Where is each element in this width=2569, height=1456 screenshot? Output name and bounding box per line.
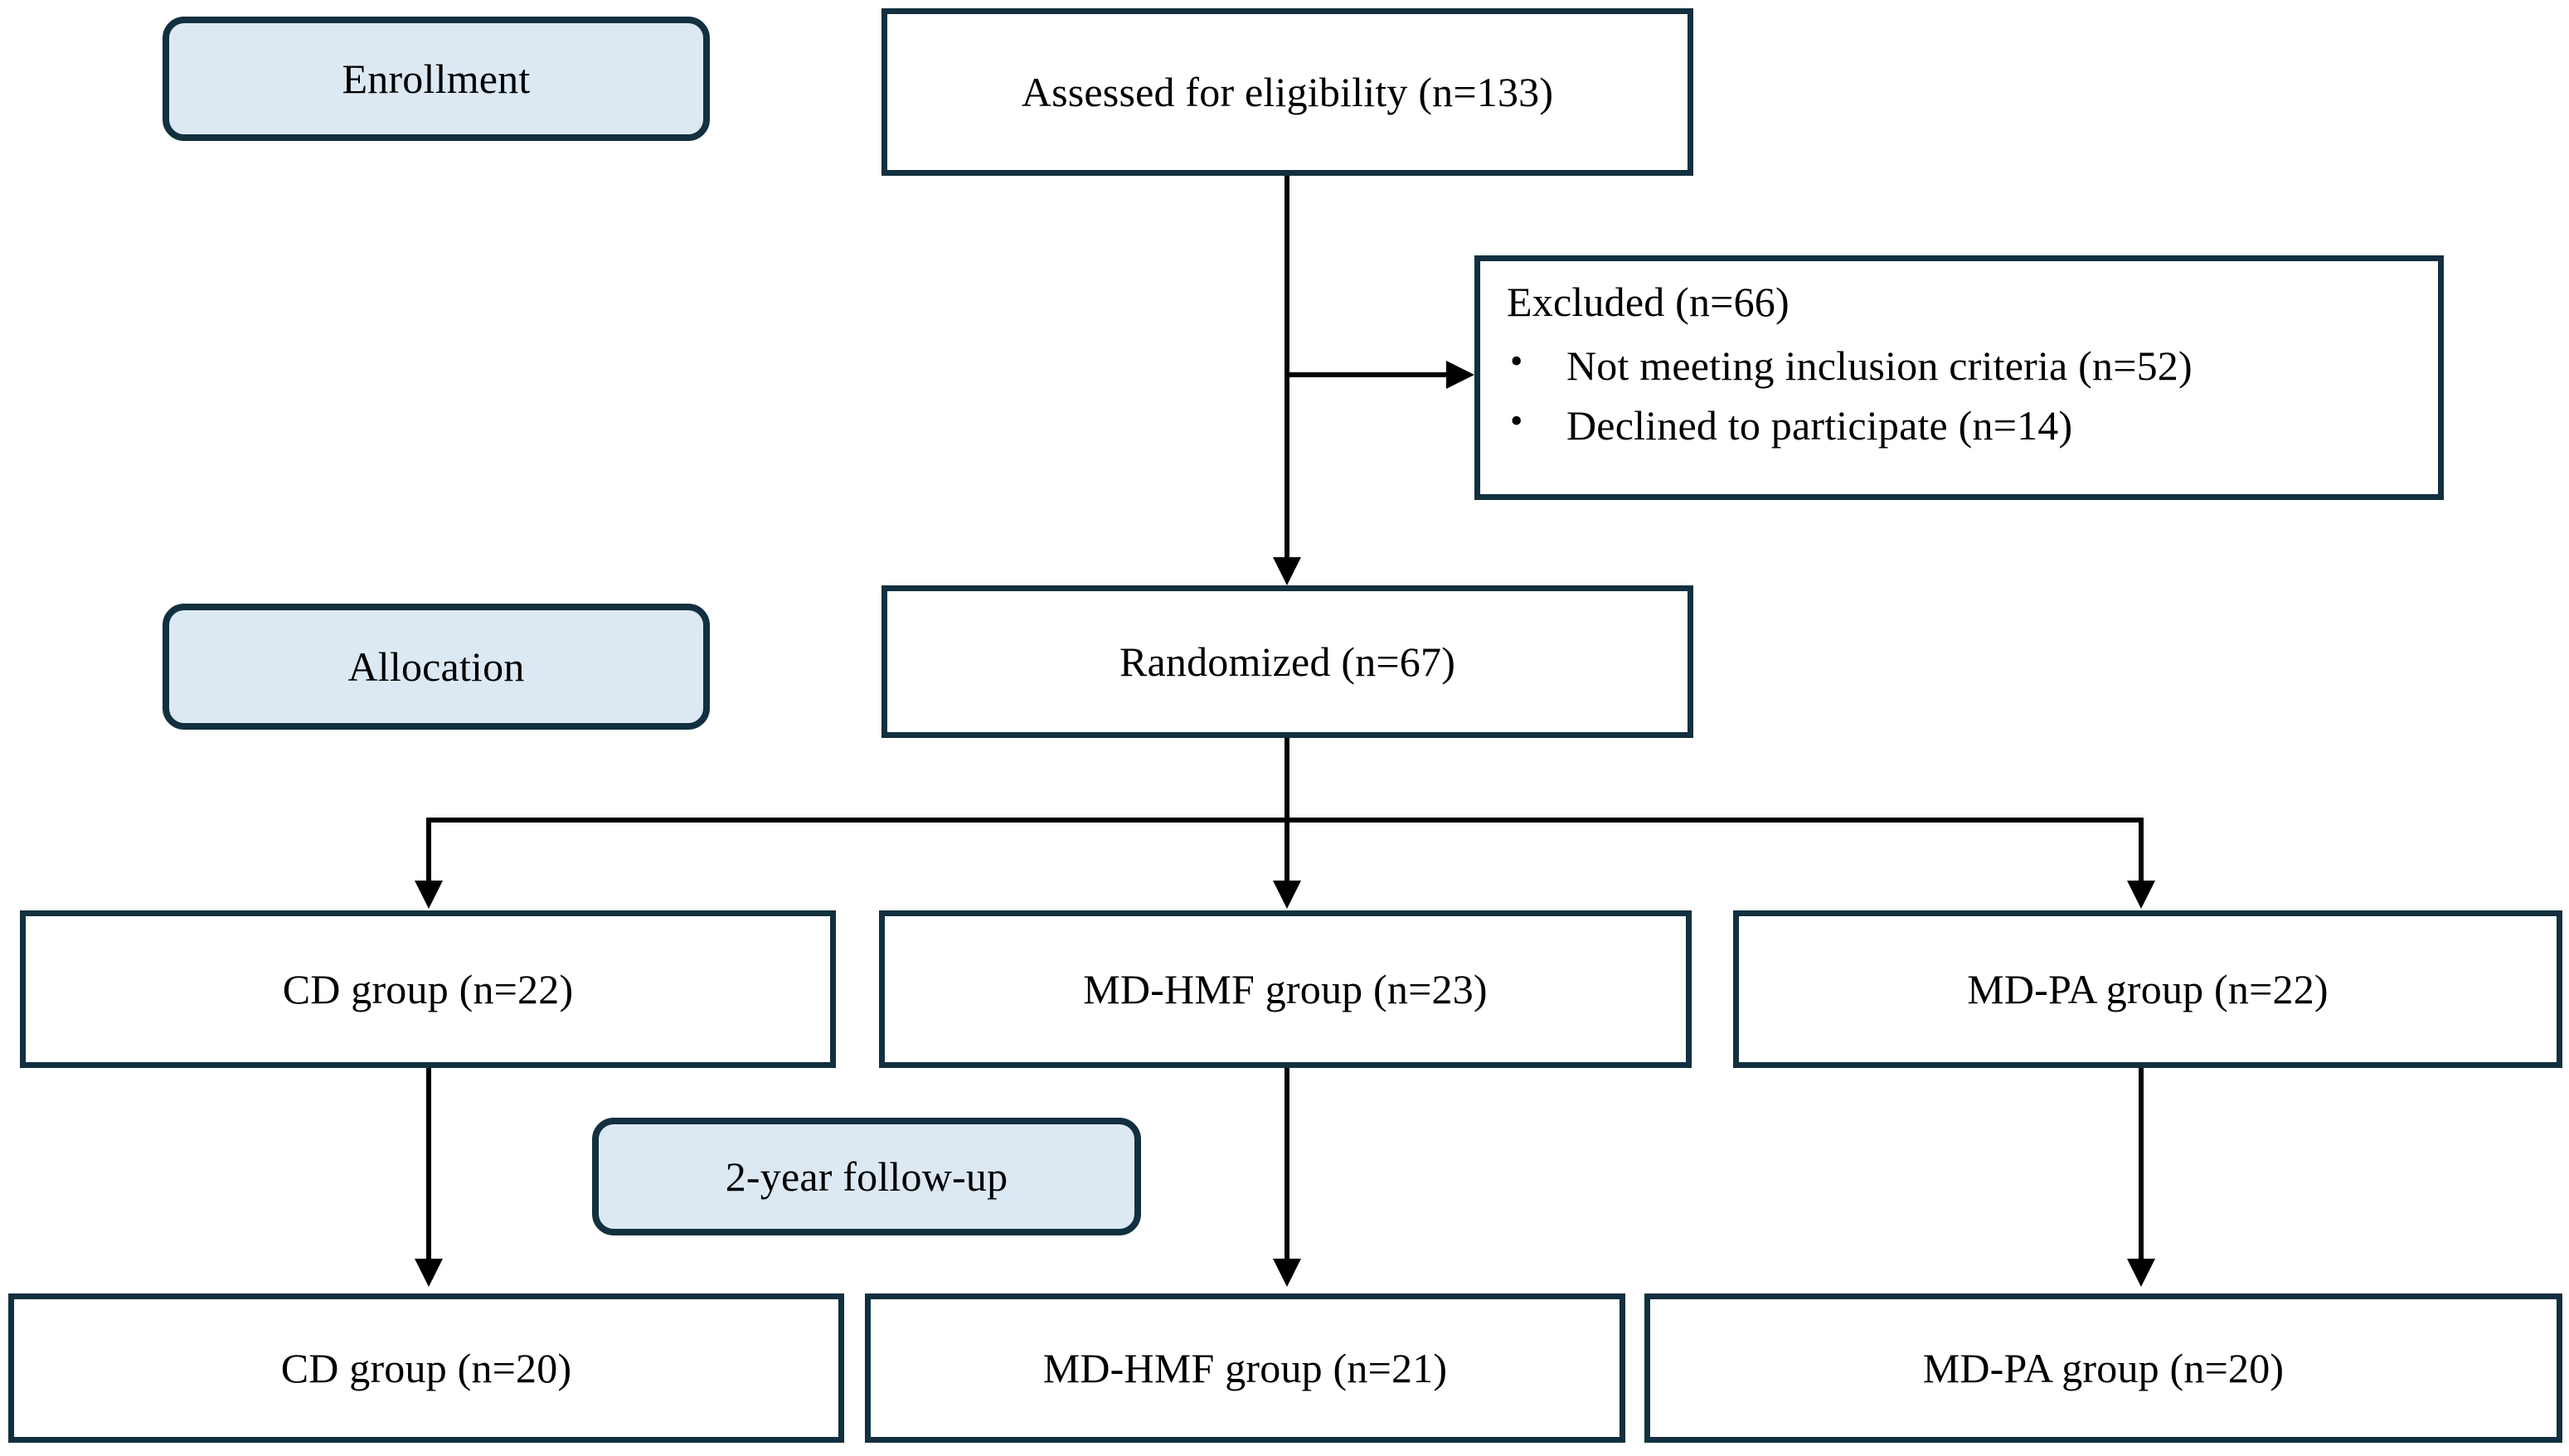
- list-item: • Not meeting inclusion criteria (n=52): [1502, 340, 2193, 392]
- arrowhead-cd-followup: [415, 1259, 443, 1287]
- node-excluded-reason-text: Not meeting inclusion criteria (n=52): [1566, 342, 2193, 389]
- arrowhead-md-pa-followup: [2127, 1259, 2155, 1287]
- node-randomized-text: Randomized (n=67): [1119, 638, 1456, 685]
- stage-label-follow-up-text: 2-year follow-up: [725, 1153, 1008, 1200]
- connector-randomized-stem: [1284, 738, 1289, 823]
- connector-to-md-pa-group: [2139, 818, 2144, 882]
- node-assessed-text: Assessed for eligibility (n=133): [1021, 68, 1554, 115]
- arrowhead-cd-group: [415, 881, 443, 909]
- node-followup-md-hmf-group: MD-HMF group (n=21): [865, 1293, 1625, 1443]
- stage-label-enrollment: Enrollment: [163, 17, 710, 141]
- node-allocated-md-pa-group: MD-PA group (n=22): [1733, 910, 2562, 1068]
- node-allocated-md-pa-text: MD-PA group (n=22): [1967, 965, 2329, 1012]
- arrowhead-md-hmf-followup: [1273, 1259, 1301, 1287]
- node-excluded-reason-text: Declined to participate (n=14): [1566, 402, 2073, 449]
- bullet-icon: •: [1510, 340, 1523, 381]
- connector-md-hmf-to-followup: [1284, 1068, 1289, 1260]
- arrowhead-excluded: [1446, 361, 1474, 389]
- connector-md-pa-to-followup: [2139, 1068, 2144, 1260]
- node-followup-md-pa-group: MD-PA group (n=20): [1644, 1293, 2562, 1443]
- connector-to-excluded: [1284, 372, 1446, 377]
- node-followup-cd-text: CD group (n=20): [280, 1344, 572, 1391]
- stage-label-enrollment-text: Enrollment: [342, 55, 531, 102]
- node-randomized: Randomized (n=67): [881, 585, 1693, 738]
- node-excluded-title: Excluded (n=66): [1507, 279, 1790, 325]
- node-excluded: Excluded (n=66) • Not meeting inclusion …: [1474, 255, 2444, 500]
- node-followup-md-hmf-text: MD-HMF group (n=21): [1042, 1344, 1448, 1391]
- node-assessed-for-eligibility: Assessed for eligibility (n=133): [881, 8, 1693, 176]
- connector-assessed-to-randomized: [1284, 176, 1289, 559]
- connector-to-cd-group: [426, 818, 431, 882]
- list-item: • Declined to participate (n=14): [1502, 400, 2193, 452]
- stage-label-allocation: Allocation: [163, 604, 710, 730]
- bullet-icon: •: [1510, 400, 1523, 441]
- arrowhead-md-hmf-group: [1273, 881, 1301, 909]
- arrowhead-randomized: [1273, 557, 1301, 585]
- arrowhead-md-pa-group: [2127, 881, 2155, 909]
- node-followup-md-pa-text: MD-PA group (n=20): [1922, 1344, 2285, 1391]
- stage-label-follow-up: 2-year follow-up: [592, 1118, 1141, 1235]
- connector-cd-to-followup: [426, 1068, 431, 1260]
- connector-to-md-hmf-group: [1284, 818, 1289, 882]
- node-allocated-md-hmf-group: MD-HMF group (n=23): [879, 910, 1692, 1068]
- node-allocated-md-hmf-text: MD-HMF group (n=23): [1083, 965, 1488, 1012]
- stage-label-allocation-text: Allocation: [347, 643, 525, 690]
- node-excluded-reason-list: • Not meeting inclusion criteria (n=52) …: [1502, 332, 2193, 452]
- node-followup-cd-group: CD group (n=20): [8, 1293, 844, 1443]
- node-allocated-cd-group: CD group (n=22): [20, 910, 836, 1068]
- node-allocated-cd-text: CD group (n=22): [282, 965, 574, 1012]
